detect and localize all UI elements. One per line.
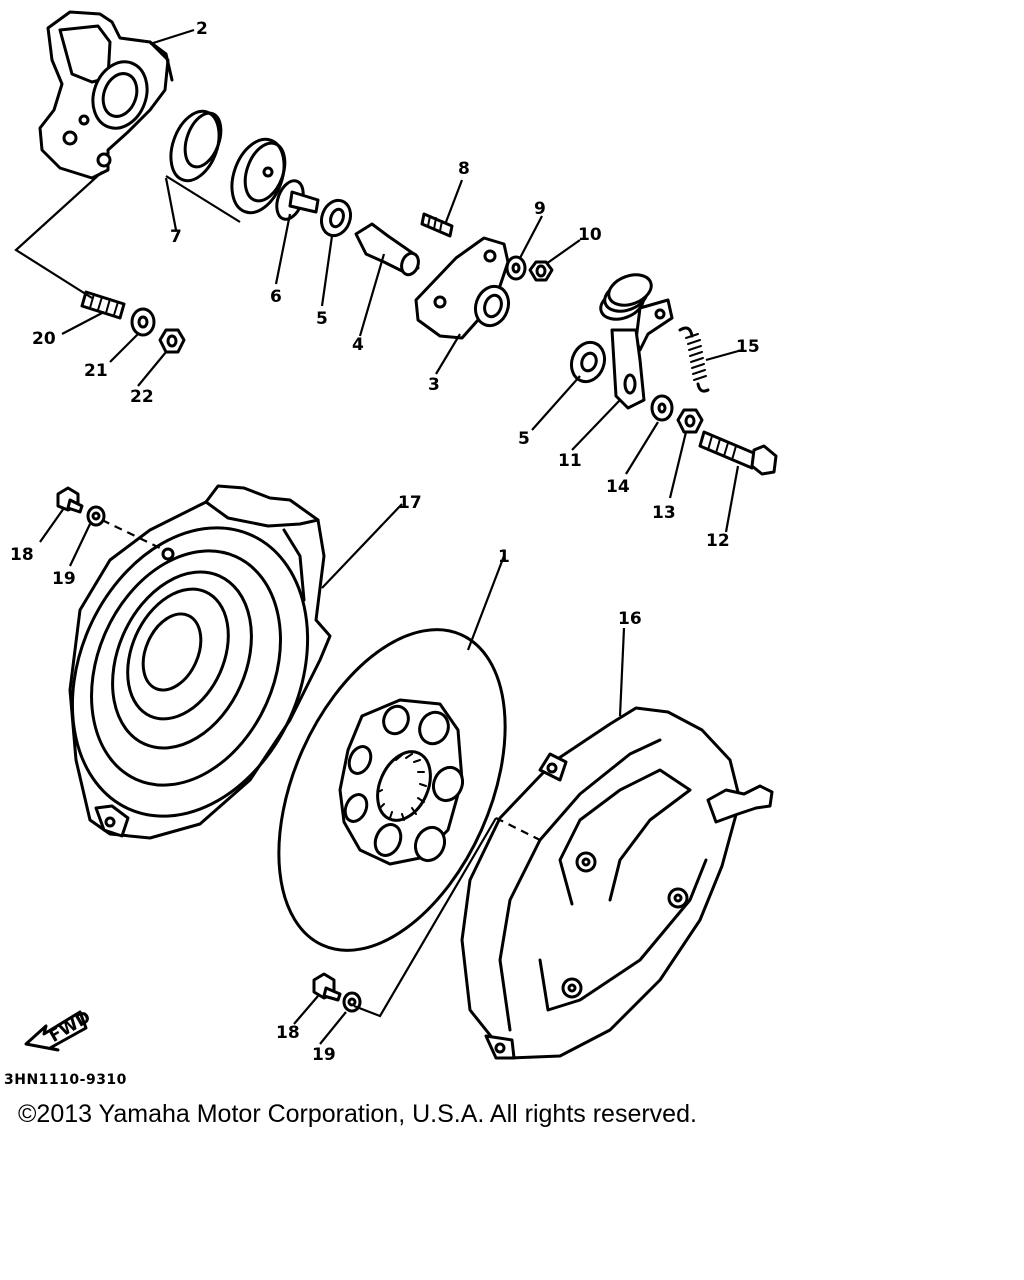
part-21-washer-drawing xyxy=(130,307,156,337)
callout-5-lower: 5 xyxy=(518,429,530,449)
callout-18-lower: 18 xyxy=(276,1023,300,1043)
part-9-washer-drawing xyxy=(505,255,527,281)
callout-9: 9 xyxy=(534,199,546,219)
callout-19-upper: 19 xyxy=(52,569,76,589)
callout-20: 20 xyxy=(32,329,56,349)
callout-4: 4 xyxy=(352,335,364,355)
part-20-stud-drawing xyxy=(80,290,126,320)
fwd-arrow-icon: FWD xyxy=(24,1007,95,1052)
callout-18-upper: 18 xyxy=(10,545,34,565)
callout-15: 15 xyxy=(736,337,760,357)
part-12-bolt-drawing xyxy=(698,430,778,476)
part-5-seal-drawing-lower xyxy=(569,340,607,384)
part-18-bolt-drawing-upper xyxy=(56,486,84,514)
part-19-washer-drawing-lower xyxy=(342,991,362,1013)
callout-6: 6 xyxy=(270,287,282,307)
part-7-seal-drawing xyxy=(169,109,287,215)
callout-21: 21 xyxy=(84,361,108,381)
part-5-seal-drawing-upper xyxy=(319,198,353,238)
callout-8: 8 xyxy=(458,159,470,179)
callout-10: 10 xyxy=(578,225,602,245)
callout-3: 3 xyxy=(428,375,440,395)
copyright-notice: ©2013 Yamaha Motor Corporation, U.S.A. A… xyxy=(18,1100,697,1128)
callout-16: 16 xyxy=(618,609,642,629)
part-14-washer-drawing xyxy=(650,394,674,422)
part-8-stud-drawing xyxy=(420,212,454,238)
callout-11: 11 xyxy=(558,451,582,471)
part-2-housing-drawing xyxy=(38,10,174,180)
callout-5-upper: 5 xyxy=(316,309,328,329)
callout-2: 2 xyxy=(196,19,208,39)
leader-lines xyxy=(39,28,743,1045)
part-4-cam-drawing xyxy=(354,222,420,277)
part-18-bolt-drawing-lower xyxy=(312,972,342,1002)
callout-14: 14 xyxy=(606,477,630,497)
callout-12: 12 xyxy=(706,531,730,551)
part-19-washer-drawing-upper xyxy=(86,505,106,527)
fwd-label: FWD xyxy=(46,1007,95,1047)
part-13-nut-drawing xyxy=(676,408,704,434)
callout-13: 13 xyxy=(652,503,676,523)
part-22-nut-drawing xyxy=(158,328,186,354)
part-11-lever-drawing xyxy=(599,273,674,410)
connector-lines xyxy=(14,171,541,1018)
diagram-code: 3HN1110-9310 xyxy=(4,1072,127,1088)
callout-17: 17 xyxy=(398,493,422,513)
part-3-plate-drawing xyxy=(414,236,511,340)
part-17-cover-drawing xyxy=(68,484,332,840)
part-1-disc-drawing xyxy=(277,628,507,952)
part-15-spring-drawing xyxy=(678,326,710,393)
callout-19-lower: 19 xyxy=(312,1045,336,1065)
callout-labels: 2 7 6 5 4 3 8 9 10 20 21 22 5 11 14 13 1… xyxy=(10,19,760,1065)
callout-7: 7 xyxy=(170,227,182,247)
callout-1: 1 xyxy=(498,547,510,567)
part-6-pin-drawing xyxy=(275,179,320,221)
part-16-plate-drawing xyxy=(460,706,774,1060)
callout-22: 22 xyxy=(130,387,154,407)
part-10-nut-drawing xyxy=(528,260,554,282)
